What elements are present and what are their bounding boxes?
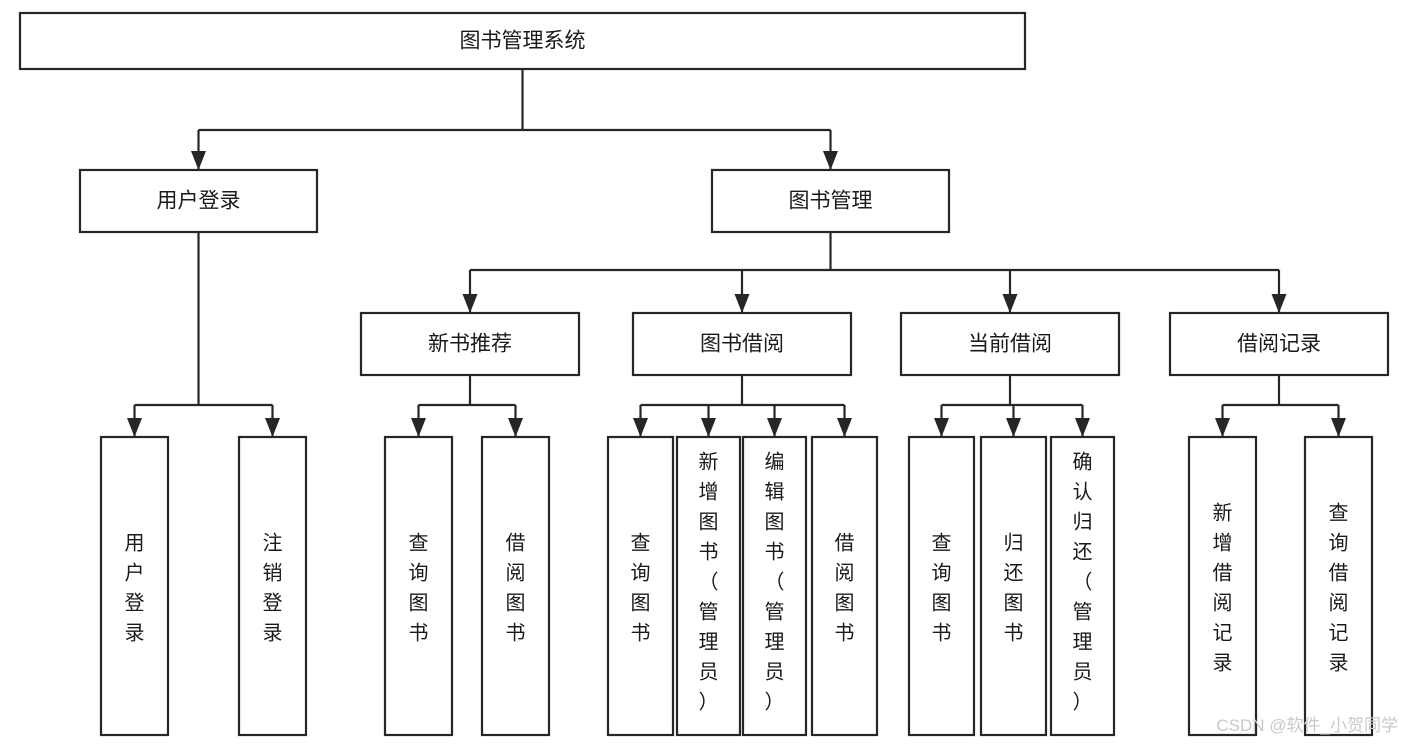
node-box[interactable]: [979, 435, 1048, 737]
borrow-arrow-3: [837, 418, 852, 437]
root-arrow-0: [191, 151, 206, 170]
node-box[interactable]: [1168, 311, 1390, 377]
node-label: 图书管理: [789, 190, 873, 213]
node-box[interactable]: [359, 311, 581, 377]
node-box[interactable]: [237, 435, 308, 737]
node-label: 编辑图书（管理员）: [765, 450, 785, 713]
node-leaf-12[interactable]: 查询借阅记录: [1303, 435, 1374, 737]
user-login-arrow-1: [265, 418, 280, 437]
current-arrow-1: [1006, 418, 1021, 437]
new-book-arrow-1: [508, 418, 523, 437]
node-label: 查询借阅记录: [1329, 501, 1349, 674]
current-arrow-0: [934, 418, 949, 437]
node-box[interactable]: [1303, 435, 1374, 737]
root-arrow-1: [823, 151, 838, 170]
node-box[interactable]: [810, 435, 879, 737]
node-root-0[interactable]: 图书管理系统: [18, 11, 1027, 71]
node-label: 借阅记录: [1237, 333, 1321, 356]
node-box[interactable]: [741, 435, 808, 737]
borrow-arrow-0: [633, 418, 648, 437]
node-box[interactable]: [907, 435, 976, 737]
book-mgmt-arrow-1: [734, 294, 750, 313]
record-arrow-0: [1215, 418, 1230, 437]
node-label: 当前借阅: [968, 333, 1052, 356]
node-leaf-2[interactable]: 查询图书: [383, 435, 454, 737]
node-leaf-8[interactable]: 查询图书: [907, 435, 976, 737]
node-box[interactable]: [99, 435, 170, 737]
node-box[interactable]: [606, 435, 675, 737]
borrow-arrow-1: [701, 418, 716, 437]
node-label: 图书借阅: [700, 333, 784, 356]
node-leaf-9[interactable]: 归还图书: [979, 435, 1048, 737]
node-label: 借阅图书: [506, 531, 526, 644]
borrow-arrow-2: [767, 418, 782, 437]
node-level3-3[interactable]: 借阅记录: [1168, 311, 1390, 377]
node-label: 查询图书: [409, 531, 429, 644]
node-label: 新增借阅记录: [1213, 501, 1233, 674]
node-box[interactable]: [18, 11, 1027, 71]
node-leaf-5[interactable]: 新增图书（管理员）: [675, 435, 742, 737]
node-label: 归还图书: [1004, 531, 1024, 644]
edges-layer: [127, 69, 1346, 437]
node-box[interactable]: [675, 435, 742, 737]
node-label: 新书推荐: [428, 333, 512, 356]
node-level2-1[interactable]: 图书管理: [710, 168, 951, 234]
node-leaf-0[interactable]: 用户登录: [99, 435, 170, 737]
node-box[interactable]: [631, 311, 853, 377]
node-level3-2[interactable]: 当前借阅: [899, 311, 1121, 377]
node-leaf-1[interactable]: 注销登录: [237, 435, 308, 737]
node-label: 注销登录: [263, 531, 283, 644]
node-leaf-11[interactable]: 新增借阅记录: [1187, 435, 1258, 737]
node-label: 查询图书: [631, 531, 651, 644]
node-level3-1[interactable]: 图书借阅: [631, 311, 853, 377]
node-label: 确认归还（管理员）: [1073, 450, 1093, 713]
node-label: 用户登录: [125, 532, 145, 644]
new-book-arrow-0: [411, 418, 426, 437]
node-box[interactable]: [899, 311, 1121, 377]
node-label: 借阅图书: [835, 531, 855, 644]
record-arrow-1: [1331, 418, 1346, 437]
node-box[interactable]: [383, 435, 454, 737]
node-level3-0[interactable]: 新书推荐: [359, 311, 581, 377]
node-leaf-7[interactable]: 借阅图书: [810, 435, 879, 737]
book-mgmt-arrow-0: [462, 294, 478, 313]
book-mgmt-arrow-2: [1002, 294, 1018, 313]
node-box[interactable]: [1049, 435, 1116, 737]
node-box[interactable]: [480, 435, 551, 737]
nodes-layer: 图书管理系统用户登录图书管理新书推荐图书借阅当前借阅借阅记录用户登录注销登录查询…: [18, 11, 1390, 737]
node-leaf-4[interactable]: 查询图书: [606, 435, 675, 737]
node-leaf-6[interactable]: 编辑图书（管理员）: [741, 435, 808, 737]
node-label: 查询图书: [932, 531, 952, 644]
node-leaf-3[interactable]: 借阅图书: [480, 435, 551, 737]
csdn-watermark: CSDN @软件_小贺同学: [1216, 716, 1398, 735]
book-mgmt-arrow-3: [1271, 294, 1287, 313]
node-leaf-10[interactable]: 确认归还（管理员）: [1049, 435, 1116, 737]
node-box[interactable]: [1187, 435, 1258, 737]
node-level2-0[interactable]: 用户登录: [78, 168, 319, 234]
node-box[interactable]: [710, 168, 951, 234]
current-arrow-2: [1075, 418, 1090, 437]
user-login-arrow-0: [127, 418, 142, 437]
node-label: 图书管理系统: [460, 30, 586, 53]
node-box[interactable]: [78, 168, 319, 234]
node-label: 用户登录: [157, 190, 241, 213]
node-label: 新增图书（管理员）: [699, 450, 719, 713]
